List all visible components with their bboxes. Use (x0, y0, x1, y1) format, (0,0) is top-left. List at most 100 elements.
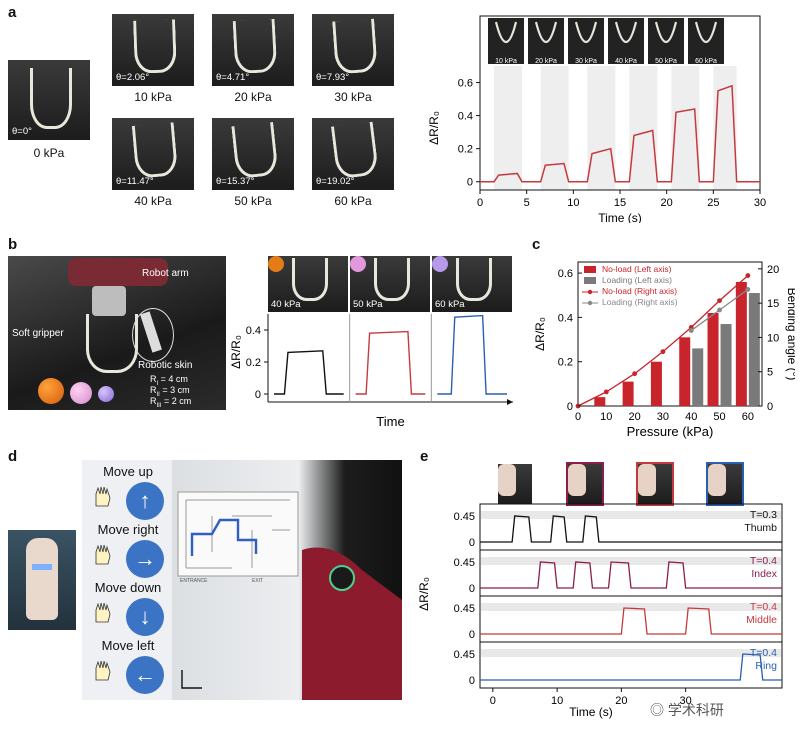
pressure-label-3: 30 kPa (334, 90, 372, 104)
photo-20kpa: θ=4.71° (212, 14, 294, 86)
gripper-arm (456, 258, 492, 301)
series-line (480, 84, 760, 183)
y-tick-label: 0.2 (558, 357, 573, 369)
threshold-label: T=0.4 (750, 647, 777, 659)
y-tick-label: 0.6 (458, 78, 473, 90)
legend-entry: No-load (Left axis) (602, 264, 672, 274)
x-tick-label: 10 (600, 411, 612, 423)
photo-0kpa: θ=0° (8, 60, 90, 140)
shade-band (540, 66, 569, 190)
x-tick-label: 30 (657, 411, 669, 423)
bar-loading (692, 348, 704, 406)
inset-label-2: 60 kPa (435, 299, 465, 310)
y-tick-label: 0.45 (454, 511, 475, 523)
y-tick-label: 0.6 (558, 268, 573, 280)
photo-10kpa: θ=2.06° (112, 14, 194, 86)
bar-noload (679, 337, 691, 406)
series-point (603, 389, 609, 395)
move-label-2: Move down (94, 580, 162, 595)
theta-label-5: θ=15.37° (216, 176, 255, 187)
y-axis-label: ΔR/R₀ (427, 111, 441, 145)
legend-marker (587, 300, 593, 306)
panel-label-a: a (8, 4, 17, 21)
x-axis-label: Pressure (kPa) (627, 424, 714, 439)
finger-label: Middle (746, 614, 777, 626)
x-tick-label: 5 (524, 197, 530, 209)
hand-gesture-icon (92, 484, 114, 508)
inset-label: 60 kPa (695, 58, 717, 65)
photo-50kpa: θ=15.37° (212, 118, 294, 190)
y-tick-label: 0 (467, 177, 473, 189)
y-tick-label: 0 (469, 537, 475, 549)
y-tick-label: 0 (469, 629, 475, 641)
x-tick-label: 0 (575, 411, 581, 423)
gripper-arm (374, 258, 410, 301)
series-line (480, 561, 782, 589)
x-tick-label: 50 (713, 411, 725, 423)
inset-label-0: 40 kPa (271, 299, 301, 310)
inset-gripper (494, 21, 518, 44)
series-line (480, 653, 782, 681)
x-axis-arrow (507, 399, 513, 405)
hand-gesture-icon (92, 542, 114, 566)
shade-band (671, 66, 700, 190)
x-tick-label: 20 (661, 197, 673, 209)
gripper-arm (133, 19, 177, 74)
x-tick-label: 15 (614, 197, 626, 209)
theta-label-0: θ=0° (12, 126, 32, 137)
pressure-label-6: 60 kPa (334, 194, 372, 208)
threshold-label: T=0.4 (750, 601, 777, 613)
panel-label-e: e (420, 448, 429, 465)
threshold-band (481, 603, 781, 611)
y-right-tick-label: 10 (767, 332, 779, 344)
y-right-tick-label: 0 (767, 401, 773, 413)
finger-label: Index (751, 568, 777, 580)
gripper-arm (292, 258, 328, 301)
series-point (660, 349, 666, 355)
theta-label-4: θ=11.47° (116, 176, 154, 187)
y-right-tick-label: 5 (767, 367, 773, 379)
series-line (480, 607, 782, 635)
bar-noload (735, 281, 747, 406)
row-frame (479, 549, 783, 597)
gripper-arm (232, 18, 278, 75)
x-tick-label: 20 (615, 695, 627, 707)
annotation-soft-gripper: Soft gripper (12, 328, 64, 339)
ball (350, 256, 366, 272)
row-frame (479, 641, 783, 689)
ball (432, 256, 448, 272)
threshold-band (481, 649, 781, 657)
inset-label: 40 kPa (615, 58, 637, 65)
x-axis-label: Time (s) (598, 211, 642, 223)
y-tick-label: 0.45 (454, 649, 475, 661)
y-tick-label: 0.4 (458, 111, 473, 123)
hand-shape (708, 464, 726, 496)
y-right-tick-label: 15 (767, 298, 779, 310)
x-tick-label: 40 (685, 411, 697, 423)
shade-band (494, 66, 522, 190)
inset-gripper (654, 21, 678, 44)
hand-gesture-icon (92, 658, 114, 682)
photo-robot-gripper: Robot arm Soft gripper Robotic skin RI =… (8, 256, 226, 410)
x-tick-label: 30 (679, 695, 691, 707)
inset-label: 10 kPa (495, 58, 517, 65)
move-label-3: Move left (101, 638, 155, 653)
shade-band (587, 66, 616, 190)
inset-hand-photo (706, 462, 744, 506)
plot-frame (577, 261, 763, 407)
y-axis-label: ΔR/R₀ (229, 335, 243, 369)
pressure-label-1: 10 kPa (134, 90, 172, 104)
legend-entry: Loading (Left axis) (602, 275, 672, 285)
photo-30kpa: θ=7.93° (312, 14, 394, 86)
photo-maze-robot: ENTRANCE EXIT (172, 460, 402, 700)
gripper-arm (332, 18, 378, 75)
gripper-arm (330, 121, 380, 180)
theta-label-2: θ=4.71° (216, 72, 250, 83)
y-tick-label: 0 (255, 389, 261, 401)
y-right-tick-label: 20 (767, 264, 779, 276)
inset-label: 30 kPa (575, 58, 597, 65)
inset-hand-photo (636, 462, 674, 506)
photo-hand-sensors (8, 530, 76, 630)
ball (268, 256, 284, 272)
